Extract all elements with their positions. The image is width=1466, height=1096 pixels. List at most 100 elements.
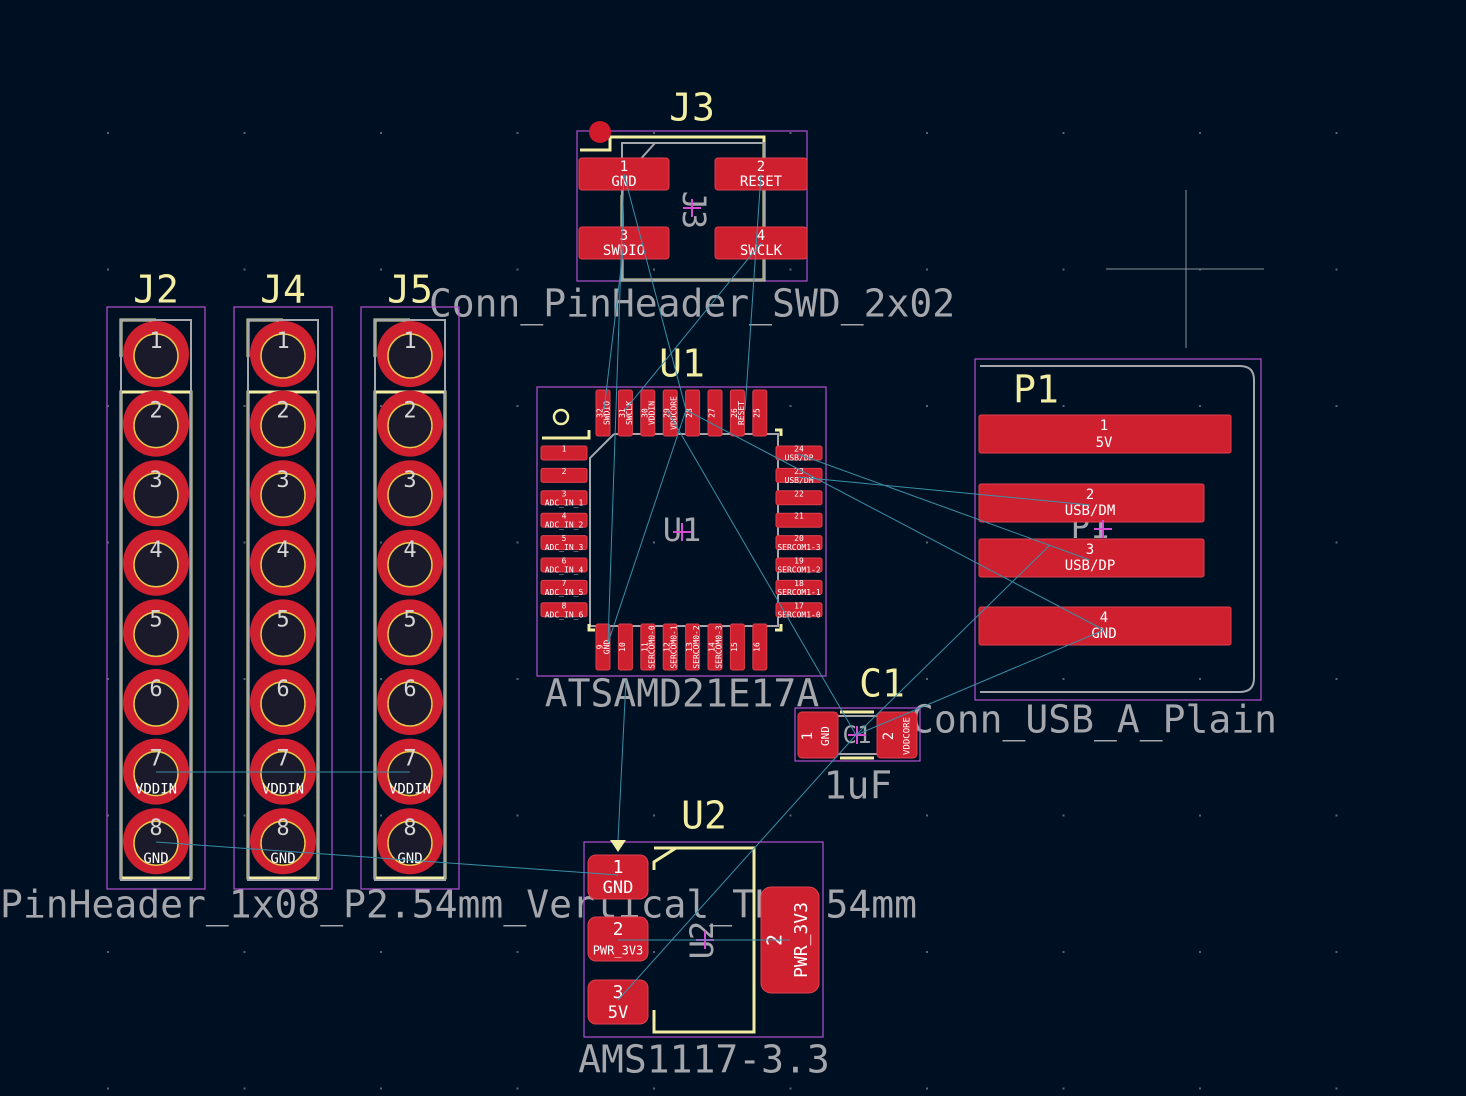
pad-net: SERCOM1-1 — [777, 588, 821, 597]
header-pad-2[interactable]: 2 — [250, 390, 316, 457]
pad-copper — [595, 389, 611, 437]
u1-pad-22[interactable]: 22 — [775, 489, 823, 506]
header-pad-5[interactable]: 5 — [250, 599, 316, 666]
c1-pad-1[interactable]: 1 GND — [797, 711, 839, 759]
j3-fab-reference: J3 — [675, 191, 713, 230]
pad-number: 2 — [149, 399, 162, 424]
footprint-p1[interactable]: P1 P1 1 5V 2 USB/DM 3 USB/DP 4 GND Conn_… — [911, 358, 1277, 743]
header-pad-6[interactable]: 6 — [377, 669, 443, 735]
u1-reference: U1 — [659, 342, 705, 386]
u1-pad-25[interactable]: 25 — [752, 389, 768, 437]
grid-dot — [1062, 268, 1065, 271]
pad-number: 3 — [562, 489, 567, 498]
pad-drill-hole — [133, 472, 179, 518]
grid-dot — [653, 268, 655, 271]
u1-pad-16[interactable]: 16 — [752, 623, 768, 671]
u2-value: AMS1117-3.3 — [578, 1038, 830, 1082]
pad-net: ADC_IN_1 — [545, 498, 584, 507]
grid-dot — [653, 678, 655, 680]
header-pad-5[interactable]: 5 — [377, 599, 443, 666]
footprint-u2[interactable]: U2 U2 1 GND 2 PWR_3V3 3 5V 2 PWR_3V3 AMS… — [578, 794, 830, 1082]
header-pad-1[interactable]: 1 — [250, 321, 316, 387]
pad-copper — [540, 490, 588, 506]
pad-copper — [775, 579, 823, 595]
p1-pad-3[interactable]: 3 USB/DP — [978, 538, 1205, 578]
grid-dot — [789, 268, 792, 271]
header-pad-6[interactable]: 6 — [250, 669, 316, 735]
header-pad-6[interactable]: 6 — [123, 669, 189, 735]
pad-net: GND — [819, 726, 832, 746]
u2-pad-3[interactable]: 3 5V — [587, 979, 649, 1025]
header-pad-3[interactable]: 3 — [123, 460, 189, 527]
p1-pad-4[interactable]: 4 GND — [978, 606, 1232, 646]
u2-pad-1[interactable]: 1 GND — [587, 854, 649, 900]
u1-pad-21[interactable]: 21 — [775, 512, 823, 528]
pad-copper — [595, 623, 611, 671]
u2-pad-2[interactable]: 2 PWR_3V3 — [587, 916, 649, 962]
j3-value: Conn_PinHeader_SWD_2x02 — [429, 282, 955, 327]
header-pad-4[interactable]: 4 — [377, 529, 443, 596]
footprint-c1[interactable]: C1 C1 1 GND 2 VDDCORE 1uF — [794, 662, 921, 808]
pad-number: 22 — [794, 489, 804, 498]
c1-pad-2[interactable]: 2 VDDCORE — [876, 711, 918, 759]
u1-pad-1[interactable]: 1 — [540, 445, 588, 461]
pad-net: USB/DP — [1065, 558, 1116, 574]
header-pad-3[interactable]: 3 — [250, 460, 316, 527]
u1-pad-27[interactable]: 27 — [707, 389, 723, 437]
p1-pad-1[interactable]: 1 5V — [978, 414, 1232, 454]
pad-copper — [775, 602, 823, 618]
u1-pad-10[interactable]: 10 — [617, 623, 633, 671]
header-pad-2[interactable]: 2 — [377, 390, 443, 457]
pad-drill-hole — [260, 820, 306, 866]
header-pad-4[interactable]: 4 — [123, 529, 189, 596]
footprint-j3[interactable]: J3 J3 1 GND 2 RESET 3 SWDIO 4 SWCLK Conn… — [429, 86, 955, 327]
header-pad-1[interactable]: 1 — [377, 321, 443, 387]
u1-silk-pin1 — [542, 430, 591, 440]
pad-number: 4 — [149, 538, 162, 563]
u1-anchor-icon — [673, 523, 691, 541]
header-pad-1[interactable]: 1 — [123, 321, 189, 387]
pad-number: 7 — [562, 579, 567, 588]
u1-pad-2[interactable]: 2 — [540, 467, 588, 483]
pad-net: USB/DM — [785, 476, 814, 485]
u1-pad-15[interactable]: 15 — [729, 623, 745, 671]
header-pad-3[interactable]: 3 — [377, 460, 443, 527]
header-pad-2[interactable]: 2 — [123, 390, 189, 457]
header-pad-5[interactable]: 5 — [123, 599, 189, 666]
header-pad-4[interactable]: 4 — [250, 529, 316, 596]
p1-pad-2[interactable]: 2 USB/DM — [978, 483, 1205, 523]
